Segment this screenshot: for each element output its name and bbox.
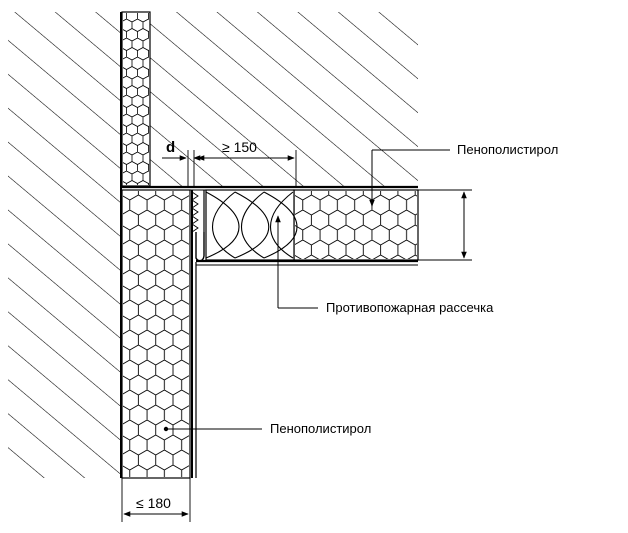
eps-horizontal-layer [293, 189, 419, 261]
dim-d-label: d [166, 139, 175, 156]
leader-eps-bottom [163, 426, 262, 432]
fire-break-mineral-wool [191, 189, 298, 262]
dimension-180 [121, 478, 191, 522]
eps-top-label: Пенополистирол [457, 142, 558, 157]
leader-eps-top [369, 149, 450, 207]
dimension-height [418, 189, 472, 261]
dim-150-label: ≥ 150 [222, 139, 257, 155]
dimension-150 [197, 150, 297, 188]
eps-vertical-layer [121, 189, 197, 479]
leader-fire-break [275, 215, 318, 309]
fire-break-label: Противопожарная рассечка [326, 300, 494, 315]
eps-bottom-label: Пенополистирол [270, 421, 371, 436]
wall-core-insulation [121, 11, 151, 187]
dim-180-label: ≤ 180 [136, 495, 171, 511]
masonry-wall [8, 12, 418, 478]
